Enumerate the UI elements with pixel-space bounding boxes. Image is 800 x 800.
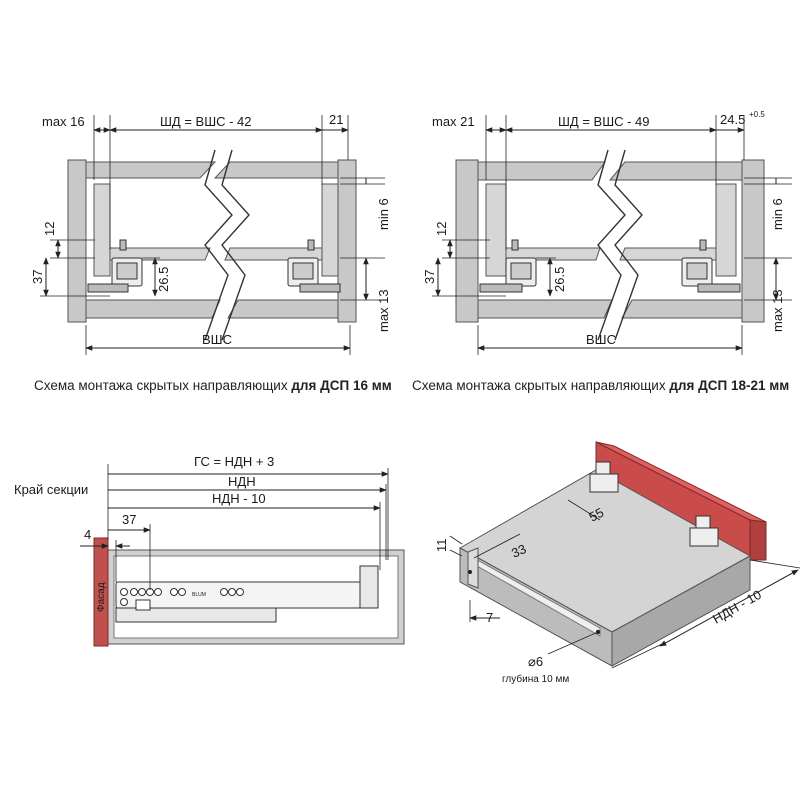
top-rail-left — [477, 161, 606, 181]
dim-26-5: 26.5 — [552, 267, 567, 292]
dim-max13: max 13 — [376, 289, 391, 332]
runner-bottom — [115, 607, 277, 623]
dim-4: 4 — [84, 527, 91, 542]
left-side-panel — [67, 159, 87, 323]
dim-drawer-width: ШД = ВШС - 42 — [160, 114, 252, 129]
dim-37: 37 — [122, 512, 136, 527]
bottom-panel-right — [227, 299, 339, 319]
facade-edge — [749, 519, 767, 561]
dim-ndn-minus-10: НДН - 10 — [212, 491, 266, 506]
dim-12: 12 — [434, 222, 449, 236]
drawer-bottom-right — [619, 247, 717, 261]
drawer-side-left — [485, 183, 507, 277]
runner-right — [681, 239, 741, 293]
dim-min6: min 6 — [376, 198, 391, 230]
dim-drawer-width: ШД = ВШС - 49 — [558, 114, 650, 129]
runner-left — [479, 239, 537, 293]
dim-ndn: НДН — [228, 474, 256, 489]
drawer-side-panel — [467, 547, 479, 589]
caption-text: Схема монтажа скрытых направляющих — [412, 378, 670, 393]
dim-max21: max 21 — [432, 114, 475, 129]
dim-7: 7 — [486, 610, 493, 625]
break-line-2 — [614, 149, 643, 341]
diagram-side-view: Фасад BLUM ГС = НДН + 3 Край секции НДН — [14, 454, 405, 647]
caption-text: Схема монтажа скрытых направляющих — [34, 378, 292, 393]
dim-55: 55 — [586, 505, 606, 525]
top-rail-right — [213, 161, 339, 179]
runner-body — [115, 581, 371, 609]
drawer-side-right — [321, 183, 339, 277]
runner-left — [87, 239, 143, 293]
facade-label: Фасад — [96, 582, 107, 612]
edge-label: Край секции — [14, 482, 88, 497]
bottom-panel-left — [85, 299, 221, 319]
dim-12: 12 — [42, 222, 57, 236]
bottom-panel-left — [477, 299, 613, 319]
dim-max13: max 13 — [770, 289, 785, 332]
dim-37: 37 — [422, 270, 437, 284]
break-line — [204, 149, 233, 341]
runner-lock-front — [689, 515, 719, 547]
dim-11: 11 — [434, 539, 449, 553]
dim-vshs: ВШС — [586, 332, 616, 347]
top-rail-right — [608, 161, 743, 181]
drawer-bottom-left — [109, 247, 211, 261]
hole-depth-label: глубина 10 мм — [502, 673, 569, 685]
dim-max16: max 16 — [42, 114, 85, 129]
drawer-side-left — [93, 183, 111, 277]
runner-screw-holes — [120, 588, 244, 606]
dim-hole-diameter: ⌀6 — [528, 654, 543, 669]
front-hole — [468, 570, 472, 574]
dim-26-5: 26.5 — [156, 267, 171, 292]
break-line — [597, 149, 626, 341]
dim-min6: min 6 — [770, 198, 785, 230]
dim-24-5: 24.5 — [720, 112, 745, 127]
diagram-dsp16: max 16 ШД = ВШС - 42 21 12 37 26.5 min 6… — [30, 112, 391, 355]
dim-gs: ГС = НДН + 3 — [194, 454, 274, 469]
break-line-2 — [221, 149, 250, 341]
dim-24-5-tolerance: +0.5 — [749, 110, 765, 119]
drawer-bottom-right — [224, 247, 323, 261]
right-side-panel — [741, 159, 765, 323]
dim-21: 21 — [329, 112, 343, 127]
runner-right — [287, 239, 341, 293]
facade-panel — [93, 537, 109, 647]
top-rail-left — [85, 161, 217, 179]
runner-rear-bracket — [359, 565, 379, 609]
drawer-side-right — [715, 183, 737, 277]
runner-brand: BLUM — [192, 592, 206, 598]
dim-37: 37 — [30, 270, 45, 284]
caption-dsp16: Схема монтажа скрытых направляющих для Д… — [34, 378, 392, 393]
bottom-panel-right — [621, 299, 743, 319]
caption-bold: для ДСП 18-21 мм — [669, 378, 790, 393]
left-side-panel — [455, 159, 479, 323]
diagram-3d-drawer: 11 33 55 7 НДН - 10 ⌀6 глубина 10 мм — [434, 441, 800, 685]
diagram-dsp18-21: max 21 ШД = ВШС - 49 24.5 +0.5 12 37 26.… — [422, 110, 792, 355]
dim-33: 33 — [509, 541, 528, 561]
runner-lock-rear — [589, 461, 619, 493]
runner-latch — [135, 599, 151, 611]
caption-dsp18-21: Схема монтажа скрытых направляющих для Д… — [412, 378, 789, 393]
caption-bold: для ДСП 16 мм — [291, 378, 392, 393]
drawer-bottom-left — [505, 247, 601, 261]
dim-vshs: ВШС — [202, 332, 232, 347]
